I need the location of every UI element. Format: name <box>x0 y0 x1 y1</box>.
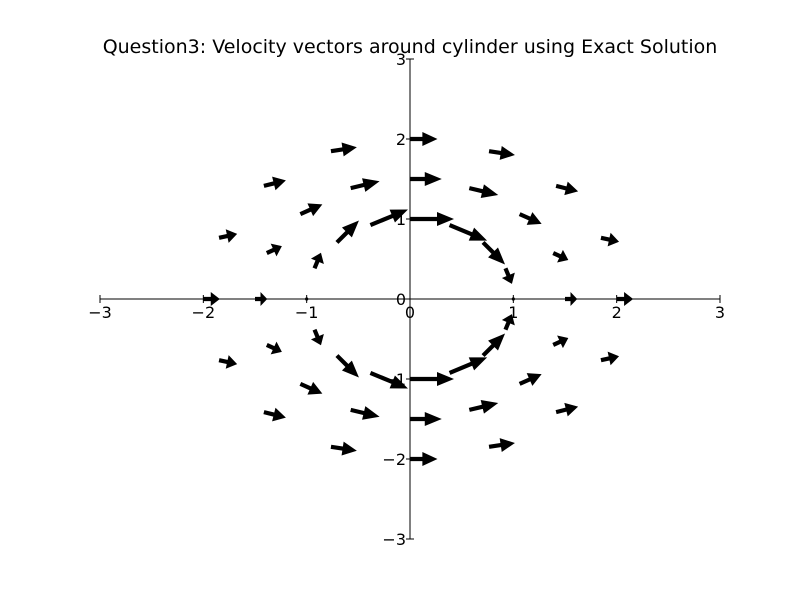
x-tick-label: 0 <box>405 303 415 322</box>
velocity-vector <box>218 355 238 369</box>
x-tick-label: 2 <box>612 303 622 322</box>
velocity-vector <box>410 452 438 466</box>
velocity-vector <box>501 314 515 331</box>
velocity-vector <box>488 438 515 453</box>
velocity-vector <box>265 341 282 355</box>
velocity-vector-zero <box>511 297 515 301</box>
velocity-vector <box>410 132 438 146</box>
velocity-vector <box>555 402 579 417</box>
velocity-vector <box>335 354 359 378</box>
x-tick-label: 1 <box>508 303 518 322</box>
x-tick-label: −2 <box>192 303 216 322</box>
velocity-vector <box>410 412 442 426</box>
x-tick-label: 3 <box>715 303 725 322</box>
velocity-vector <box>448 357 488 375</box>
velocity-vector-zero <box>305 297 309 301</box>
velocity-vector <box>369 209 408 228</box>
velocity-vector <box>263 176 286 191</box>
velocity-vector <box>600 232 620 247</box>
velocity-vector <box>481 333 506 358</box>
velocity-vector <box>518 212 542 225</box>
x-tick-label: −1 <box>295 303 319 322</box>
y-tick-label: 1 <box>396 210 406 229</box>
velocity-vector <box>350 178 380 192</box>
y-tick-label: 2 <box>396 130 406 149</box>
velocity-vector <box>468 184 499 199</box>
chart-title: Question3: Velocity vectors around cylin… <box>103 36 718 58</box>
velocity-vector <box>310 252 324 270</box>
y-tick-label: 0 <box>396 290 406 309</box>
velocity-vector <box>600 351 620 366</box>
velocity-vector <box>488 145 515 160</box>
velocity-vector <box>310 328 324 346</box>
velocity-vector <box>555 181 579 196</box>
velocity-vector <box>335 220 359 244</box>
velocity-vector <box>255 292 268 306</box>
y-tick-label: −2 <box>382 450 406 469</box>
velocity-vector <box>263 407 286 422</box>
velocity-vector <box>552 335 569 349</box>
velocity-vector <box>448 223 488 241</box>
velocity-vector <box>299 381 323 395</box>
velocity-vector <box>518 373 542 386</box>
velocity-vector <box>299 203 323 217</box>
velocity-vector <box>218 229 238 243</box>
velocity-vector <box>501 267 515 284</box>
velocity-vector <box>350 406 380 420</box>
velocity-vector <box>410 172 442 186</box>
velocity-vectors <box>203 132 634 466</box>
y-tick-label: 3 <box>396 50 406 69</box>
velocity-vector <box>265 243 282 257</box>
velocity-vector <box>369 370 408 389</box>
velocity-vector <box>468 399 499 414</box>
velocity-vector <box>616 292 634 306</box>
velocity-vector <box>410 372 454 386</box>
y-tick-label: −3 <box>382 530 406 549</box>
velocity-vector <box>330 441 357 456</box>
velocity-vector <box>552 249 569 263</box>
x-tick-label: −3 <box>88 303 112 322</box>
velocity-vector <box>410 212 454 226</box>
velocity-vector <box>330 142 357 157</box>
velocity-vector <box>481 240 506 265</box>
velocity-vector <box>203 292 220 306</box>
velocity-vector <box>564 292 578 306</box>
